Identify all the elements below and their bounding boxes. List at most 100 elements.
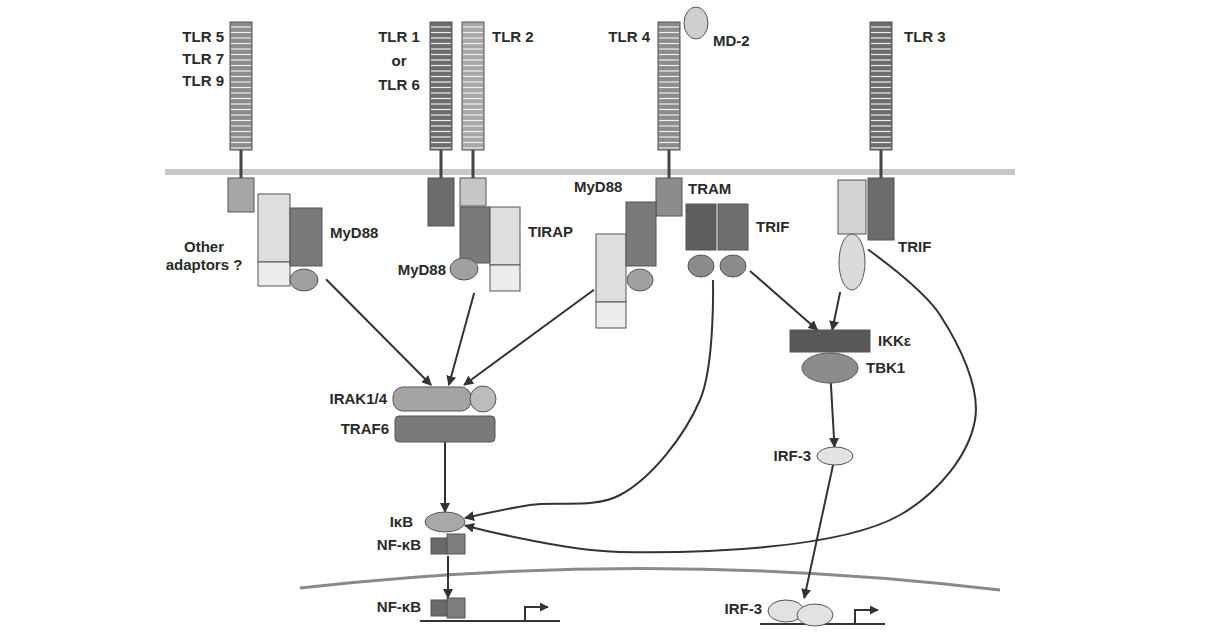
node-shape bbox=[256, 194, 326, 294]
node-label: IKKε bbox=[878, 332, 911, 350]
shape-part bbox=[431, 538, 447, 554]
node-label: NF-κB bbox=[377, 598, 421, 616]
node-shape bbox=[460, 22, 486, 206]
receptor: TLR 1orTLR 6 bbox=[428, 22, 454, 226]
signal-arrow bbox=[449, 293, 474, 385]
node-shape bbox=[768, 598, 834, 628]
shape-part bbox=[802, 353, 858, 383]
node-shape bbox=[594, 202, 656, 332]
shape-part bbox=[290, 208, 322, 266]
node-shape bbox=[431, 598, 465, 618]
co-receptor: MD-2 bbox=[683, 6, 709, 40]
shape-part bbox=[658, 22, 680, 150]
shape-part bbox=[596, 234, 626, 302]
signal-arrow bbox=[444, 442, 446, 512]
node-label: IRAK1/4 bbox=[329, 390, 387, 408]
signal-box: TRAF6 bbox=[395, 416, 495, 442]
node-shape bbox=[683, 6, 709, 40]
node-label: TLR 5 bbox=[182, 28, 224, 46]
inhibitor-oval: IκB bbox=[425, 512, 465, 532]
node-label: MyD88 bbox=[398, 261, 446, 279]
shape-part bbox=[462, 22, 484, 150]
gene-line bbox=[420, 620, 560, 622]
node-label: or bbox=[374, 52, 424, 70]
node-label: IκB bbox=[390, 513, 413, 531]
adaptor-complex: TRAMTRIF bbox=[684, 204, 750, 280]
node-label: TLR 3 bbox=[904, 28, 946, 46]
node-shape bbox=[425, 512, 465, 532]
node-label: TLR 9 bbox=[182, 72, 224, 90]
signal-arrow bbox=[831, 383, 835, 447]
node-shape bbox=[802, 353, 858, 383]
shape-part bbox=[395, 416, 495, 442]
shape-part bbox=[881, 150, 882, 178]
shape-part bbox=[656, 178, 682, 216]
node-shape bbox=[228, 22, 254, 212]
node-label: MyD88 bbox=[574, 178, 622, 196]
nuclear-membrane bbox=[300, 568, 1000, 590]
shape-part bbox=[290, 269, 318, 291]
signal-arrow bbox=[465, 250, 976, 553]
shape-part bbox=[839, 234, 865, 290]
transcription-factor: IRF-3 bbox=[768, 598, 834, 628]
shape-part bbox=[430, 22, 452, 150]
shape-part bbox=[447, 534, 465, 554]
transcription-factor: NF-κB bbox=[431, 534, 465, 556]
node-label: TLR 6 bbox=[374, 76, 424, 94]
node-label: TIRAP bbox=[528, 223, 573, 241]
receptor: TLR 5TLR 7TLR 9 bbox=[228, 22, 254, 212]
signal-arrow bbox=[326, 279, 431, 385]
shape-part bbox=[460, 178, 486, 206]
shape-part bbox=[868, 178, 894, 240]
shape-part bbox=[817, 447, 853, 465]
transcription-factor: IRF-3 bbox=[817, 447, 853, 465]
node-shape bbox=[817, 447, 853, 465]
shape-part bbox=[230, 22, 252, 150]
shape-part bbox=[258, 194, 290, 262]
node-label: Other adaptors ? bbox=[158, 238, 250, 274]
adaptor-complex: MyD88TIRAP bbox=[448, 207, 524, 293]
signal-arrow bbox=[750, 271, 817, 330]
node-label: TBK1 bbox=[866, 359, 905, 377]
transcription-arrow bbox=[525, 607, 548, 621]
shape-part bbox=[686, 204, 716, 250]
kinase-complex: IRAK1/4 bbox=[393, 385, 497, 413]
shape-part bbox=[460, 207, 490, 263]
signal-arrow bbox=[464, 290, 594, 385]
shape-part bbox=[473, 150, 474, 178]
node-label: IRF-3 bbox=[725, 600, 763, 618]
node-label: TLR 4 bbox=[608, 28, 650, 46]
node-shape bbox=[684, 204, 750, 280]
kinase-oval: TBK1 bbox=[802, 353, 858, 383]
node-label: TLR 1 bbox=[374, 28, 424, 46]
shape-part bbox=[688, 255, 714, 277]
receptor: TLR 2 bbox=[460, 22, 486, 206]
signal-arrow bbox=[804, 465, 833, 598]
node-shape bbox=[790, 330, 870, 352]
node-label: IRF-3 bbox=[774, 447, 812, 465]
node-label: TRAF6 bbox=[341, 420, 389, 438]
kinase-bar: IKKε bbox=[790, 330, 870, 352]
shape-part bbox=[720, 255, 746, 277]
node-shape bbox=[431, 534, 465, 556]
transcription-arrow bbox=[855, 610, 878, 624]
shape-part bbox=[431, 600, 447, 616]
node-shape bbox=[656, 22, 682, 216]
adaptor-complex: MyD88Other adaptors ? bbox=[256, 194, 326, 294]
shape-part bbox=[626, 202, 656, 266]
transcription-factor: NF-κB bbox=[431, 598, 465, 618]
node-label: TLR 7 bbox=[182, 50, 224, 68]
node-label: TRIF bbox=[898, 238, 931, 256]
adaptor-complex: MyD88 bbox=[594, 202, 656, 332]
node-label: MD-2 bbox=[713, 32, 750, 50]
shape-part bbox=[490, 207, 520, 265]
receptor: TLR 4 bbox=[656, 22, 682, 216]
node-shape bbox=[448, 207, 524, 293]
shape-part bbox=[428, 178, 454, 226]
node-shape bbox=[868, 22, 894, 242]
node-label: TLR 2 bbox=[492, 28, 534, 46]
node-shape bbox=[836, 178, 868, 292]
shape-part bbox=[258, 262, 290, 286]
shape-part bbox=[447, 598, 465, 618]
shape-part bbox=[228, 178, 254, 212]
